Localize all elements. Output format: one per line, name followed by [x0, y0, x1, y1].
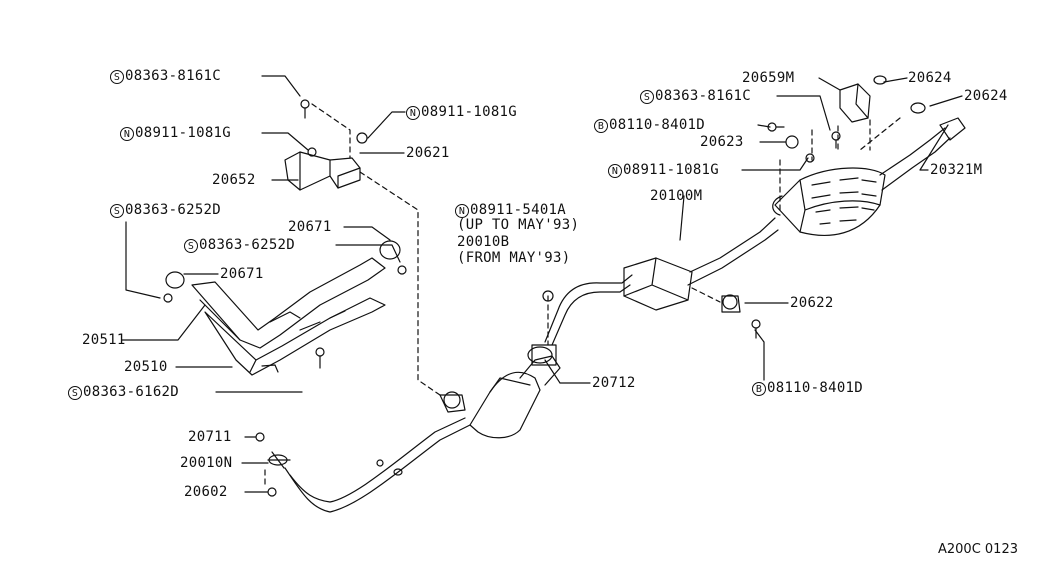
part-label-p-20659m: 20659M [742, 70, 794, 86]
part-number-s-6162d: 08363-6162D [83, 384, 180, 400]
part-number-p-20602: 20602 [184, 484, 228, 500]
circled-prefix-s-6162d: S [68, 386, 82, 400]
circled-prefix-s-8161c-right: S [640, 90, 654, 104]
part-label-p-20510: 20510 [124, 359, 168, 375]
part-label-p-20622: 20622 [790, 295, 834, 311]
part-number-p-20010b: 20010B [457, 234, 510, 250]
part-number-p-20711: 20711 [188, 429, 232, 445]
circled-prefix-n-1081g-right: N [608, 164, 622, 178]
part-number-s-8161c-right: 08363-8161C [655, 88, 752, 104]
part-label-note-up-to: (UP TO MAY'93) [457, 217, 579, 233]
circled-prefix-b-8401d-bot: B [752, 382, 766, 396]
heat-shields [163, 240, 407, 376]
circled-prefix-n-1081g-left: N [120, 127, 134, 141]
part-number-p-20652: 20652 [212, 172, 256, 188]
part-label-p-20621: 20621 [406, 145, 450, 161]
part-number-s-8161c-left: 08363-8161C [125, 68, 222, 84]
circled-prefix-s-6252d-top: S [110, 204, 124, 218]
part-number-s-6252d-top: 08363-6252D [125, 202, 222, 218]
part-label-p-20712: 20712 [592, 375, 636, 391]
part-number-p-20510: 20510 [124, 359, 168, 375]
part-label-p-20624-a: 20624 [908, 70, 952, 86]
hanger-brackets [767, 75, 926, 163]
part-label-p-20321m: 20321M [930, 162, 982, 178]
part-number-s-6252d-mid: 08363-6252D [199, 237, 296, 253]
catalytic-converter [439, 344, 561, 439]
part-number-p-20621: 20621 [406, 145, 450, 161]
part-number-p-20624-b: 20624 [964, 88, 1008, 104]
part-number-p-20100m: 20100M [650, 188, 703, 204]
part-number-p-20623: 20623 [700, 134, 744, 150]
leader-lines [121, 75, 963, 493]
part-number-n-1081g-left: 08911-1081G [135, 125, 232, 141]
diagram-code: A200C 0123 [938, 542, 1018, 557]
circled-prefix-b-8401d-top: B [594, 119, 608, 133]
part-number-p-20321m: 20321M [930, 162, 983, 178]
circled-prefix-n-5401a: N [455, 204, 469, 218]
part-label-p-20652: 20652 [212, 172, 256, 188]
part-label-p-20100m: 20100M [650, 188, 702, 204]
part-number-p-20712: 20712 [592, 375, 636, 391]
part-number-p-20511: 20511 [82, 332, 126, 348]
mount-bracket [284, 99, 368, 191]
part-number-b-8401d-bot: 08110-8401D [767, 380, 864, 396]
part-label-p-20623: 20623 [700, 134, 744, 150]
part-number-p-20010n: 20010N [180, 455, 233, 471]
part-number-p-20622: 20622 [790, 295, 834, 311]
circled-prefix-s-8161c-left: S [110, 70, 124, 84]
part-label-note-from: (FROM MAY'93) [457, 250, 570, 266]
part-number-n-1081g-right: 08911-1081G [623, 162, 720, 178]
part-number-p-20624-a: 20624 [908, 70, 952, 86]
center-pipe [542, 217, 779, 346]
part-number-b-8401d-top: 08110-8401D [609, 117, 706, 133]
part-label-p-20624-b: 20624 [964, 88, 1008, 104]
part-label-p-20671-bot: 20671 [220, 266, 264, 282]
circled-prefix-n-1081g-mid: N [406, 106, 420, 120]
part-label-p-20511: 20511 [82, 332, 126, 348]
dashed-lines [264, 103, 901, 487]
part-number-n-1081g-mid: 08911-1081G [421, 104, 518, 120]
part-label-p-20671-top: 20671 [288, 219, 332, 235]
main-muffler [772, 117, 966, 236]
circled-prefix-s-6252d-mid: S [184, 239, 198, 253]
part-label-p-20010n: 20010N [180, 455, 232, 471]
part-label-p-20711: 20711 [188, 429, 232, 445]
part-number-n-5401a: 08911-5401A [470, 202, 567, 218]
front-pipe [255, 417, 471, 513]
part-number-note-from: (FROM MAY'93) [457, 250, 571, 266]
part-label-p-20602: 20602 [184, 484, 228, 500]
part-number-p-20671-bot: 20671 [220, 266, 264, 282]
part-number-note-up-to: (UP TO MAY'93) [457, 217, 580, 233]
part-number-p-20659m: 20659M [742, 70, 795, 86]
part-number-p-20671-top: 20671 [288, 219, 332, 235]
part-label-p-20010b: 20010B [457, 234, 509, 250]
